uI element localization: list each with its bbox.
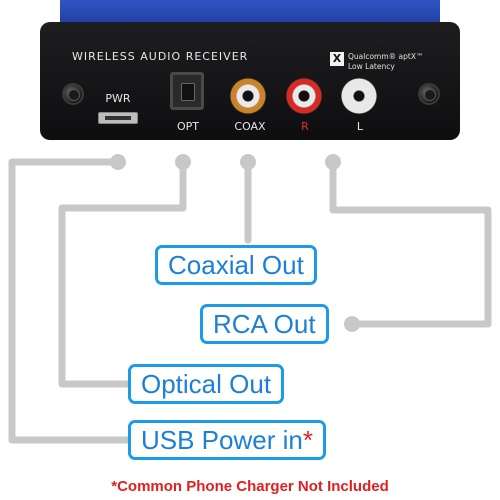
rca-end-dot — [344, 316, 360, 332]
l-port-label: L — [356, 120, 364, 133]
usb-power-text: USB Power in — [141, 425, 303, 455]
usb-connector-line — [8, 158, 132, 444]
optical-port-icon — [170, 72, 204, 110]
rca-out-callout: RCA Out — [200, 304, 329, 344]
left-screw-icon — [62, 83, 84, 105]
rca-connector-dot — [325, 154, 341, 170]
aptx-latency-text: Low Latency — [348, 62, 395, 71]
rca-right-jack-icon — [286, 78, 322, 114]
aptx-brand-text: Qualcomm® aptX™ — [348, 52, 424, 61]
usb-power-asterisk: * — [302, 425, 313, 455]
charger-footnote: *Common Phone Charger Not Included — [111, 478, 389, 495]
optical-connector-dot — [175, 154, 191, 170]
rca-left-jack-icon — [341, 78, 377, 114]
usb-connector-dot — [110, 154, 126, 170]
opt-port-label: OPT — [176, 120, 200, 133]
r-port-label: R — [301, 120, 309, 133]
coax-port-label: COAX — [234, 120, 266, 133]
coaxial-out-callout: Coaxial Out — [155, 245, 317, 285]
device-title: WIRELESS AUDIO RECEIVER — [72, 50, 249, 63]
right-screw-icon — [418, 83, 440, 105]
coax-connector-dot — [240, 154, 256, 170]
usb-port-icon — [98, 112, 138, 124]
pwr-port-label: PWR — [105, 92, 131, 105]
optical-out-callout: Optical Out — [128, 364, 285, 404]
optical-connector-line — [58, 158, 187, 388]
rca-connector-line — [329, 158, 492, 328]
coax-jack-icon — [230, 78, 266, 114]
usb-power-callout: USB Power in* — [128, 420, 326, 460]
aptx-logo-icon: X — [330, 52, 344, 66]
